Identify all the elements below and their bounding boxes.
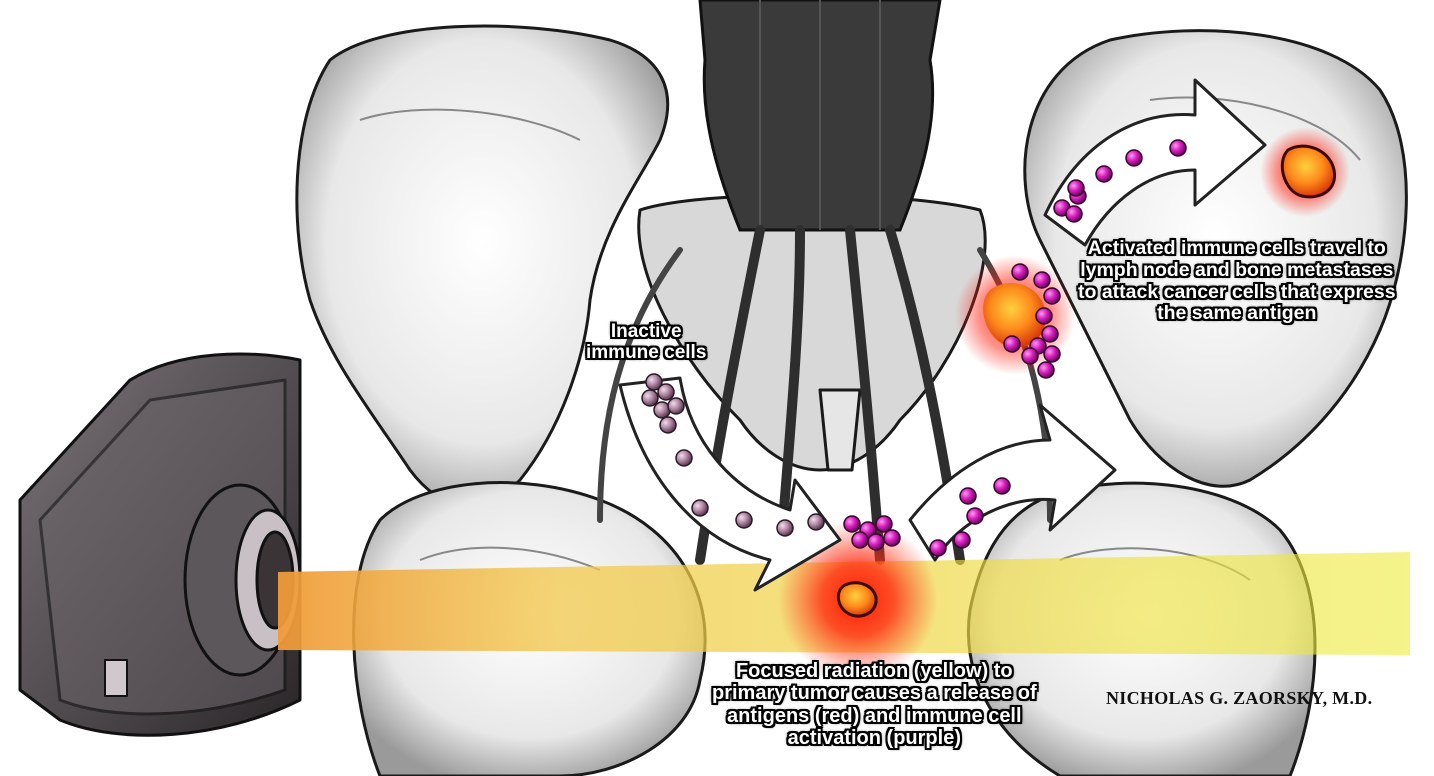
activated-label-line-1: Activated immune cells travel to — [1078, 238, 1396, 260]
radiation-label: Focused radiation (yellow) to primary tu… — [712, 660, 1037, 750]
radiation-machine — [20, 354, 300, 735]
activated-immune-cells-label: Activated immune cells travel to lymph n… — [1078, 238, 1396, 325]
inactive-label-line-2: immune cells — [586, 342, 706, 363]
radiation-label-line-3: antigens (red) and immune cell — [712, 705, 1037, 727]
inactive-label-line-1: Inactive — [586, 321, 706, 342]
bone-metastasis — [1260, 127, 1350, 217]
coccyx — [820, 390, 860, 470]
activated-label-line-4: the same antigen — [1078, 303, 1396, 325]
radiation-label-line-1: Focused radiation (yellow) to — [712, 660, 1037, 682]
activated-label-line-2: lymph node and bone metastases — [1078, 260, 1396, 282]
activated-label-line-3: to attack cancer cells that express — [1078, 282, 1396, 304]
radiation-label-line-2: primary tumor causes a release of — [712, 682, 1037, 704]
inactive-immune-cells-label: Inactive immune cells — [586, 321, 706, 364]
left-ilium — [297, 26, 668, 505]
author-signature: NICHOLAS G. ZAORSKY, M.D. — [1106, 688, 1372, 709]
radiation-label-line-4: activation (purple) — [712, 727, 1037, 749]
